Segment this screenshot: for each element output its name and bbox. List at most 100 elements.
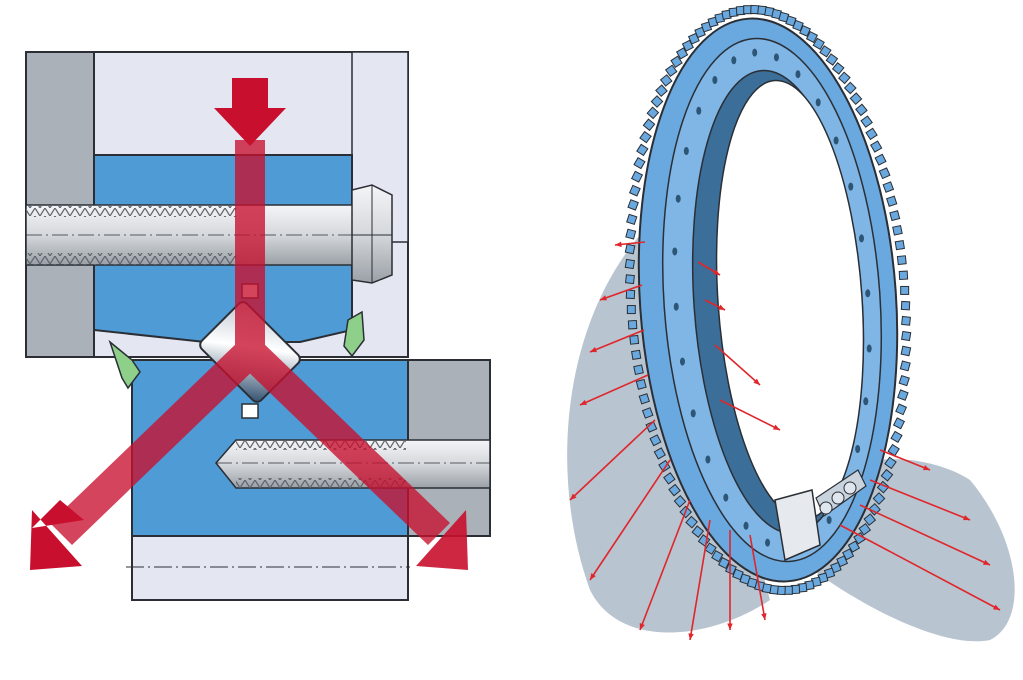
load-arrow-head (993, 604, 1000, 610)
mounting-hole (795, 70, 801, 79)
cross-section-svg (25, 51, 491, 601)
gear-tooth (624, 258, 635, 270)
gear-tooth (812, 37, 825, 50)
gear-tooth (628, 184, 641, 197)
gear-tooth (649, 434, 662, 447)
gear-tooth (895, 403, 908, 416)
gear-tooth (711, 550, 724, 563)
gear-tooth (650, 95, 664, 108)
gear-tooth (631, 349, 642, 360)
gear-tooth (898, 374, 910, 387)
mounting-hole (865, 289, 871, 298)
load-arrow-head (983, 559, 990, 565)
gear-tooth (626, 305, 636, 315)
gear-tooth (872, 492, 886, 505)
load-arrow-head (570, 493, 577, 500)
gear-tooth (825, 53, 839, 66)
gear-tooth (641, 407, 654, 419)
load-arrow (749, 534, 766, 621)
gear-tooth (626, 213, 638, 226)
mounting-hole (705, 455, 711, 464)
mounting-hole (690, 409, 696, 418)
gear-tooth (673, 494, 687, 508)
gear-tooth (901, 315, 911, 326)
load-arrow-head (727, 623, 733, 630)
gear-tooth (627, 320, 638, 330)
gear-tooth (792, 19, 804, 32)
gear-tooth (858, 522, 872, 536)
load-arrow-head (718, 304, 725, 310)
mounting-hole (675, 194, 681, 203)
load-arrow (859, 504, 991, 566)
upper-bolt (25, 184, 393, 284)
gear-tooth (717, 556, 731, 570)
gear-tooth (645, 420, 658, 433)
gear-tooth (847, 540, 861, 553)
gear-tooth (887, 443, 900, 457)
load-arrow (719, 399, 781, 431)
gear-tooth (892, 224, 903, 236)
mounting-hole (826, 515, 832, 524)
load-arrow-head (615, 241, 622, 248)
gear-tooth (659, 74, 673, 87)
load-arrow (599, 284, 643, 301)
mounting-hole (855, 445, 861, 454)
mounting-hole (712, 76, 718, 85)
gear-tooth (900, 300, 911, 311)
cutaway-rollers (774, 469, 867, 562)
gear-tooth (889, 210, 901, 222)
load-arrow-head (963, 515, 970, 521)
gear-tooth (646, 106, 660, 120)
mounting-hole (866, 344, 872, 353)
gear-tooth (668, 483, 681, 497)
gear-tooth (691, 525, 705, 538)
load-arrow-head (688, 633, 694, 640)
load-arrow-head-right (416, 510, 468, 570)
cross-section-diagram (0, 0, 500, 680)
load-arrow (579, 374, 649, 406)
gear-tooth (900, 285, 910, 295)
gear-tooth (849, 92, 863, 106)
load-arrow-head (753, 378, 760, 385)
load-arrow-head (600, 295, 607, 301)
load-arrow-head (713, 269, 720, 275)
gear-tooth (900, 345, 912, 357)
gear-tooth (896, 255, 907, 266)
load-arrow (589, 459, 671, 581)
mounting-hole (673, 302, 679, 311)
load-arrow-head (590, 573, 596, 580)
mounting-hole (752, 48, 758, 57)
gear-tooth (642, 118, 656, 132)
gear-tooth (898, 270, 909, 280)
load-arrow (689, 519, 711, 641)
mounting-hole (683, 146, 689, 155)
gear-tooth (863, 513, 877, 526)
gear-tooth (831, 62, 845, 75)
gear-tooth (892, 417, 906, 430)
load-arrow-head-top (214, 78, 286, 146)
load-arrow-head (590, 347, 597, 353)
mounting-hole (773, 53, 779, 62)
gear-tooth (732, 568, 744, 581)
load-arrow (839, 524, 1001, 611)
gear-tooth (664, 64, 678, 78)
gear-tooth (874, 153, 887, 166)
load-arrow-left-diagonal (50, 340, 262, 545)
gear-tooth (704, 542, 717, 555)
load-arrow-right-diagonal (238, 340, 450, 545)
load-arrow (869, 479, 971, 521)
mounting-hole (833, 136, 839, 145)
mounting-hole (863, 397, 869, 406)
mounting-hole (679, 357, 685, 366)
gear-tooth (624, 243, 636, 255)
mounting-hole (815, 98, 821, 107)
mounting-hole (848, 182, 854, 191)
load-arrow-head-left (30, 500, 84, 570)
gear-tooth (899, 360, 911, 372)
load-arrow (639, 499, 691, 631)
gear-tooth (629, 334, 640, 345)
mounting-hole (723, 493, 729, 502)
gear-tooth (838, 71, 851, 85)
load-arrow-head (761, 613, 767, 620)
gear-tooth (625, 228, 637, 240)
